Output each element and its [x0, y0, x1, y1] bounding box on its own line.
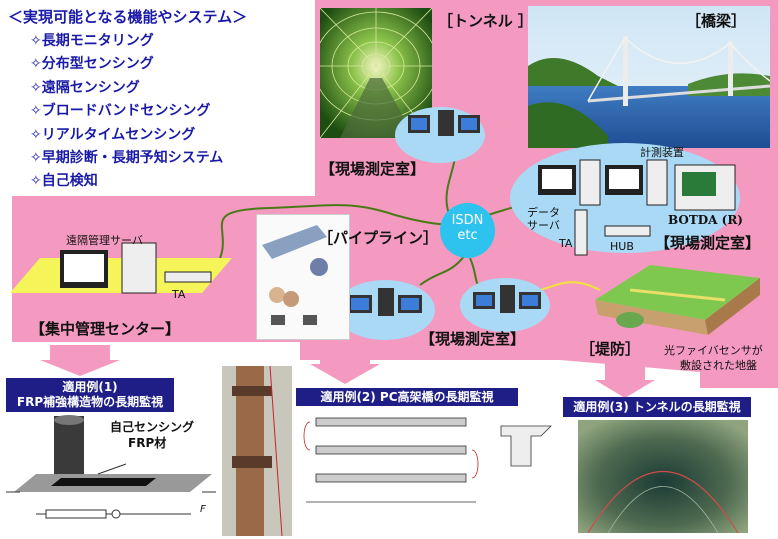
central-center-label: 【集中管理センター】 — [30, 320, 181, 338]
frp-sensor-label-1: 自己センシング — [110, 420, 195, 434]
pc-viaduct-diagram — [296, 406, 576, 518]
example-1-caption: 適用例(1) FRP補強構造物の長期監視 — [6, 378, 174, 412]
tunnel-inspection-photo — [578, 420, 748, 533]
bridge-photo — [528, 6, 770, 148]
levee-label: ［堤防］ — [580, 340, 641, 358]
hub-label: HUB — [610, 240, 634, 253]
frp-specimen-diagram — [6, 415, 216, 519]
example-1-subtitle: FRP補強構造物の長期監視 — [16, 395, 164, 409]
measuring-device-label: 計測装置 — [640, 146, 684, 159]
feature-item: ✧リアルタイムセンシング — [30, 126, 196, 143]
features-list: ✧長期モニタリング ✧分布型センシング ✧遠隔センシング ✧ブロードバンドセンシ… — [30, 30, 223, 194]
pipeline-station — [335, 280, 435, 340]
arrow-to-example-2 — [310, 345, 380, 384]
tunnel-label: ［トンネル ］ — [438, 12, 533, 30]
feature-item: ✧早期診断・長期予知システム — [30, 149, 224, 166]
arrow-to-example-1 — [40, 345, 120, 376]
data-server-label-2: サーバ — [527, 219, 560, 232]
feature-item: ✧長期モニタリング — [30, 33, 154, 49]
levee-illustration — [595, 265, 760, 335]
levee-station — [460, 278, 550, 332]
tunnel-field-room-label: 【現場測定室】 — [320, 160, 426, 178]
fiber-note-line-2: 敷設された地盤 — [680, 359, 757, 372]
bridge-field-room-label: 【現場測定室】 — [655, 234, 761, 252]
force-label: F — [200, 504, 206, 515]
data-server-label-1: データ — [527, 206, 560, 219]
tunnel-station — [395, 107, 485, 163]
isdn-label-etc: etc — [457, 228, 478, 243]
features-title: ＜実現可能となる機能やシステム＞ — [8, 8, 248, 26]
pipeline-label: ［パイプライン］ — [318, 229, 439, 247]
feature-item: ✧ブロードバンドセンシング — [30, 103, 211, 120]
isdn-hub: ISDN etc — [440, 203, 495, 258]
example-3-caption: 適用例(3) トンネルの長期監視 — [563, 397, 751, 417]
bridge-label: ［橋梁］ — [686, 12, 747, 30]
pipeline-field-room-label: 【現場測定室】 — [420, 330, 526, 348]
feature-item: ✧遠隔センシング — [30, 79, 140, 96]
remote-server-label: 遠隔管理サーバ — [66, 234, 143, 247]
central-station — [10, 242, 232, 294]
arrow-to-example-3 — [595, 360, 655, 398]
botda-label: BOTDA (R) — [668, 213, 743, 227]
frp-sensor-label-2: FRP材 — [128, 436, 167, 450]
fiber-note-line-1: 光ファイバセンサが — [664, 344, 763, 357]
feature-item: ✧自己検知 — [30, 173, 98, 190]
feature-item: ✧分布型センシング — [30, 56, 154, 73]
bridge-ta-label: TA — [559, 237, 573, 250]
example-2-caption: 適用例(2) PC高架橋の長期監視 — [296, 388, 518, 406]
example-1-title: 適用例(1) — [62, 380, 118, 394]
pipeline-photo — [256, 214, 350, 340]
central-ta-label: TA — [172, 288, 186, 301]
pier-photo — [222, 366, 292, 536]
bridge-station — [510, 143, 740, 256]
isdn-label: ISDN — [451, 213, 484, 228]
